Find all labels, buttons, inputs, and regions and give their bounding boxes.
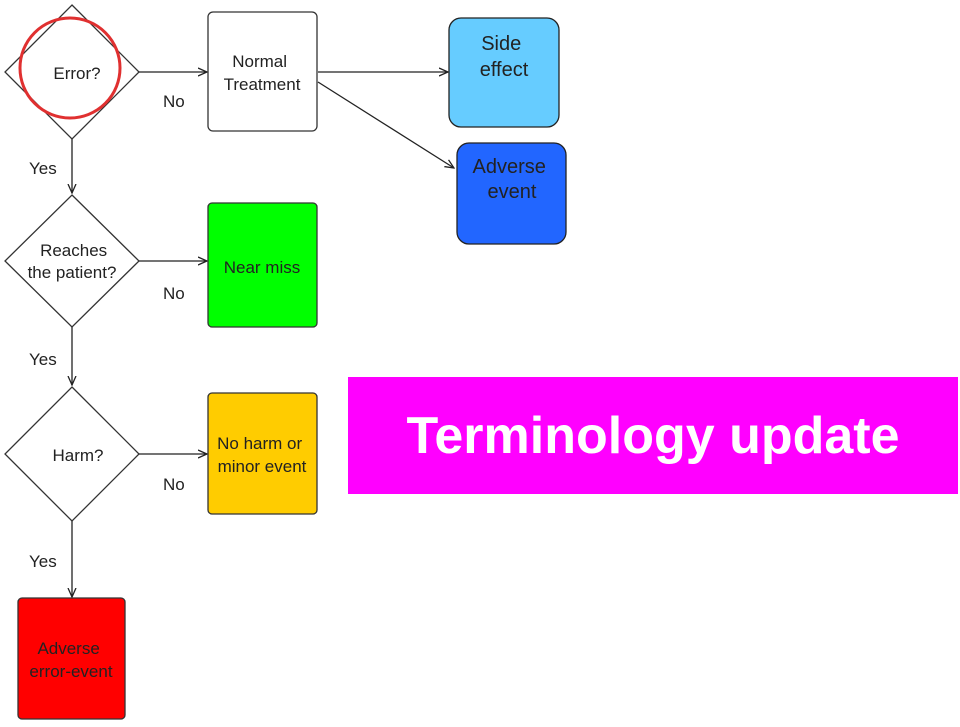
edge-label-yes: Yes (29, 350, 57, 369)
outcome-adverse-error-event: Adverse error-event (17, 597, 126, 720)
highlight-circle (18, 16, 122, 120)
decision-reaches-label: Reaches the patient? (28, 241, 117, 282)
outcome-normal-treatment-label: Normal Treatment (224, 52, 301, 94)
outcome-no-harm-label: No harm or minor event (217, 434, 307, 476)
edge-label-no: No (163, 92, 185, 111)
outcome-near-miss-label: Near miss (224, 258, 301, 277)
outcome-near-miss: Near miss (207, 202, 318, 328)
outcome-adverse-error-event-label: Adverse error-event (29, 639, 112, 681)
outcome-normal-treatment: Normal Treatment (207, 11, 318, 132)
outcome-side-effect-label: Side effect (480, 33, 529, 81)
edge-label-no: No (163, 475, 185, 494)
banner-title: Terminology update (406, 406, 900, 465)
edge-label-no: No (163, 284, 185, 303)
edge-label-yes: Yes (29, 159, 57, 178)
edge-label-yes: Yes (29, 552, 57, 571)
edge-normal-to-adverse-event (317, 81, 454, 168)
connectors (72, 72, 454, 597)
outcome-adverse-event-label: Adverse event (473, 156, 552, 203)
terminology-banner: Terminology update (348, 377, 958, 494)
decision-harm-label: Harm? (52, 446, 103, 465)
decision-harm: Harm? (4, 386, 140, 522)
decision-error-label: Error? (53, 64, 100, 83)
outcome-adverse-event: Adverse event (456, 142, 567, 245)
outcome-no-harm: No harm or minor event (207, 392, 318, 515)
decision-reaches-patient: Reaches the patient? (4, 194, 140, 328)
outcome-side-effect: Side effect (448, 17, 560, 128)
